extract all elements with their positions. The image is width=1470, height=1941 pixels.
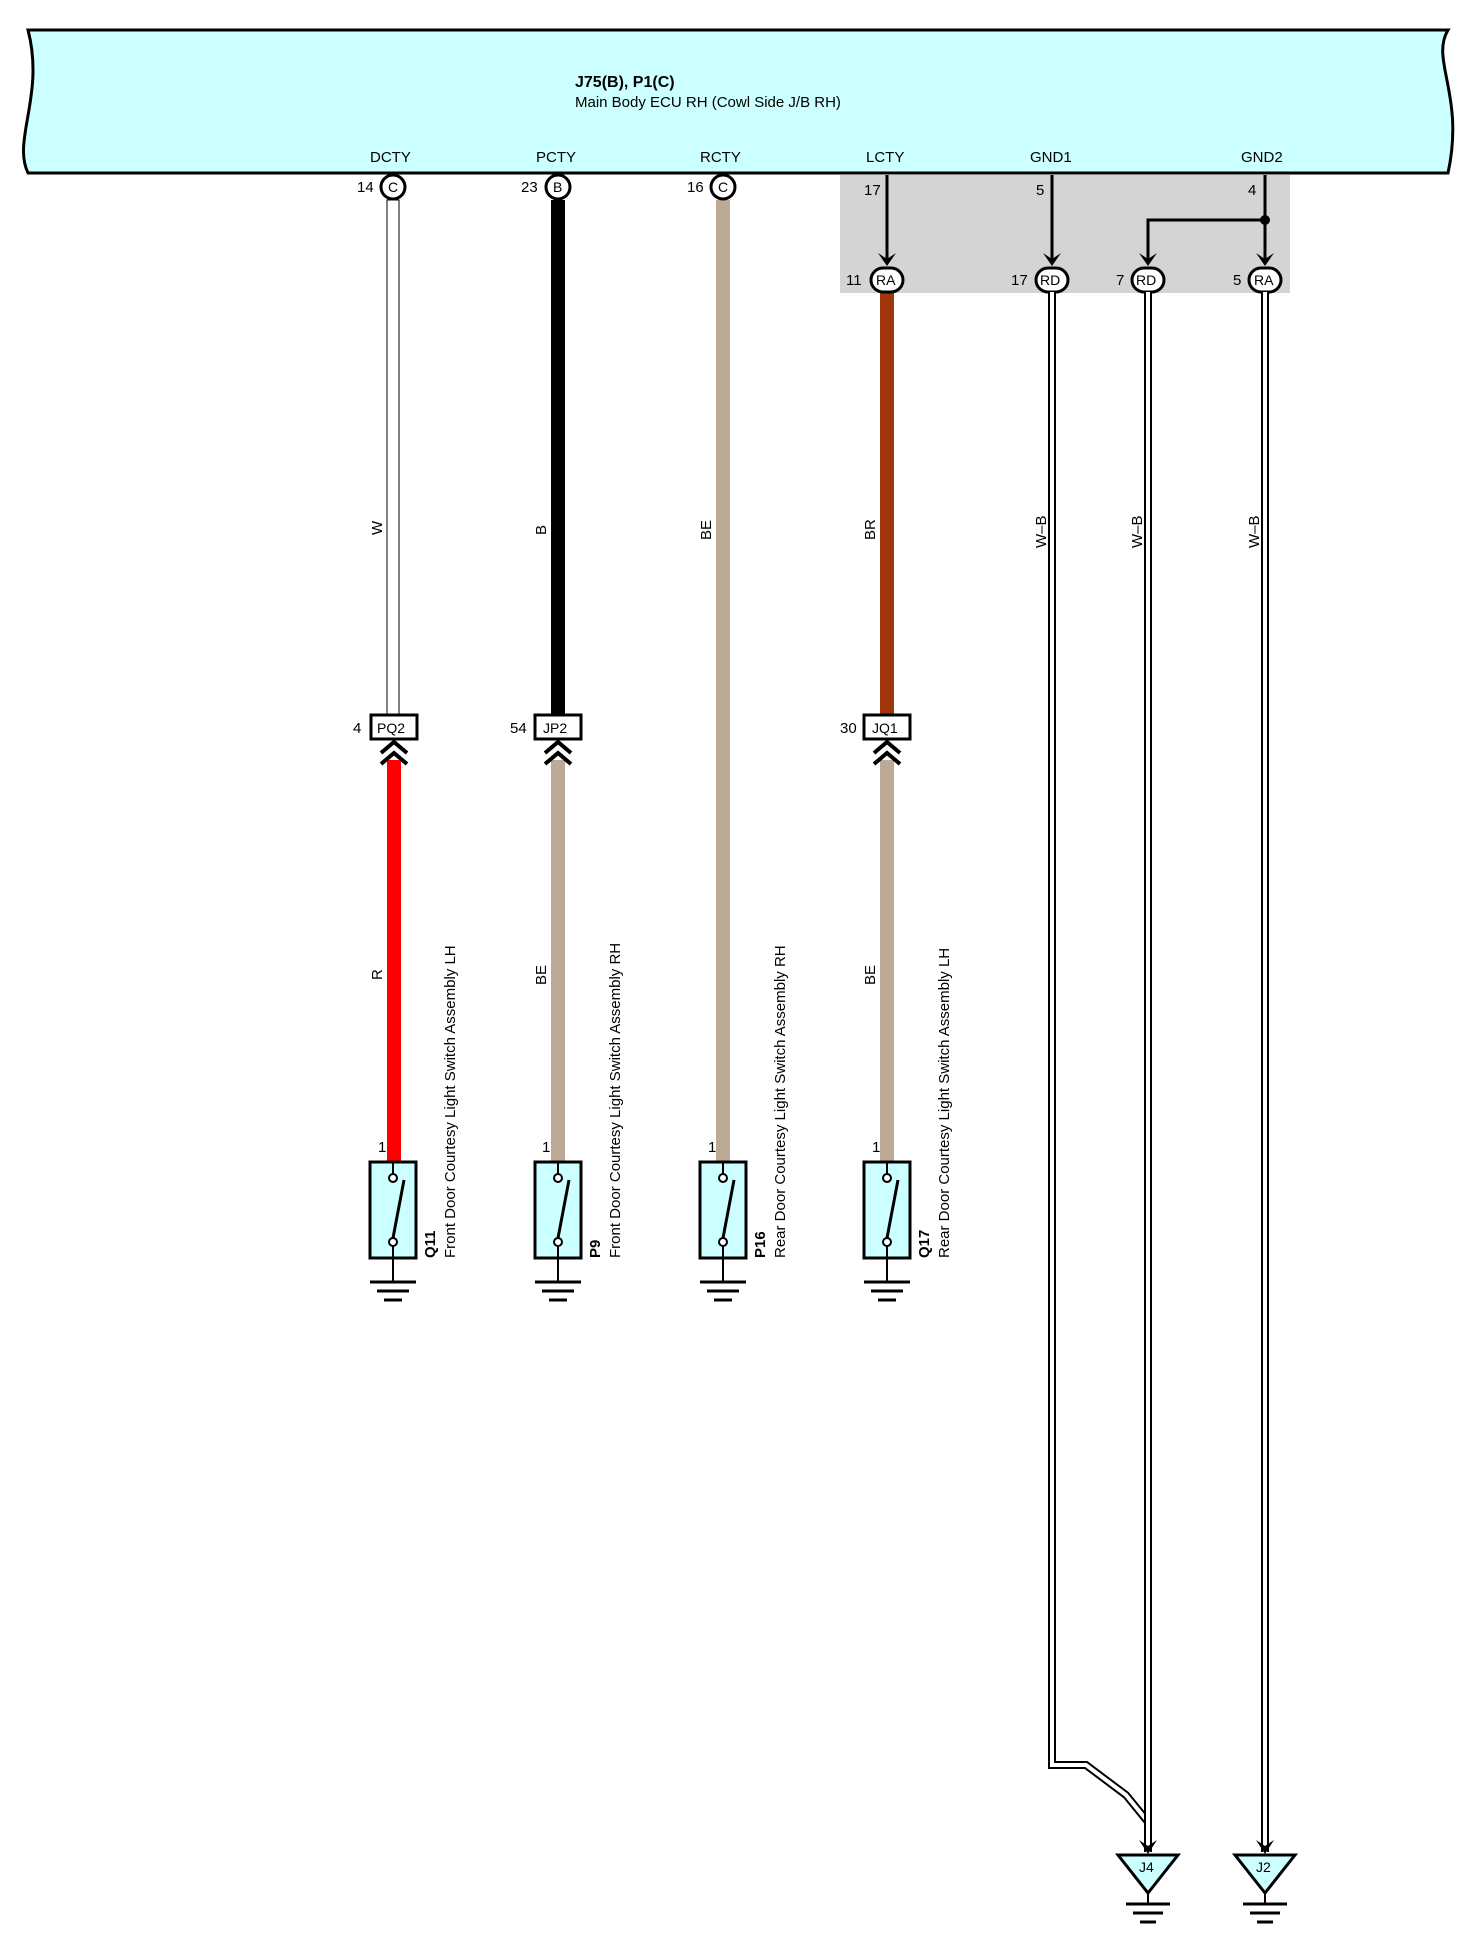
pin-name-gnd2: GND2: [1241, 149, 1283, 166]
svg-text:C: C: [388, 179, 398, 195]
ground-point-j2: J2: [1231, 1853, 1299, 1924]
wire-color-r: R: [369, 969, 386, 980]
wire-lcty-upper: [880, 292, 894, 720]
wire-color-b: B: [533, 525, 550, 535]
svg-text:11: 11: [846, 272, 862, 289]
wire-pcty-lower: [551, 760, 565, 1162]
svg-text:4: 4: [353, 720, 361, 737]
pin-name-dcty: DCTY: [370, 149, 411, 166]
ground-point-j4: J4: [1114, 1853, 1182, 1924]
inline-connector-pq2: 4 PQ2: [353, 713, 419, 766]
ground-arrowheads: [1139, 1840, 1274, 1854]
ground-symbol: [535, 1280, 581, 1302]
switch-name-q17: Rear Door Courtesy Light Switch Assembly…: [936, 948, 953, 1258]
switch-q11: 1: [368, 1139, 418, 1302]
switch-name-p16: Rear Door Courtesy Light Switch Assembly…: [772, 945, 789, 1258]
wire-lcty-lower: [880, 760, 894, 1162]
pin-name-lcty: LCTY: [866, 149, 904, 166]
switch-id-p9: P9: [587, 1240, 604, 1258]
svg-text:PQ2: PQ2: [377, 720, 405, 736]
wire-color-br: BR: [862, 519, 879, 540]
switch-id-p16: P16: [752, 1231, 769, 1258]
terminal-rcty: 16 C: [687, 173, 737, 201]
switch-q17: 1: [862, 1139, 912, 1302]
wire-color-w: W: [369, 520, 386, 535]
svg-text:1: 1: [378, 1139, 386, 1156]
pin-name-gnd1: GND1: [1030, 149, 1072, 166]
svg-text:17: 17: [1011, 272, 1028, 289]
jb-connector-ra-11: 11 RA: [846, 266, 905, 294]
switch-p9: 1: [533, 1139, 583, 1302]
jb-splice-dot: [1260, 215, 1270, 225]
terminal-pcty: 23 B: [521, 173, 572, 201]
wire-color-be-lcty: BE: [862, 965, 879, 985]
wire-dcty-upper: [386, 199, 400, 721]
svg-text:1: 1: [872, 1139, 880, 1156]
svg-text:1: 1: [542, 1139, 550, 1156]
ground-symbol: [700, 1280, 746, 1302]
svg-text:JQ1: JQ1: [872, 720, 898, 736]
ground-symbol: [370, 1280, 416, 1302]
svg-text:1: 1: [708, 1139, 716, 1156]
svg-text:RA: RA: [1254, 272, 1274, 288]
pin-name-rcty: RCTY: [700, 149, 741, 166]
svg-text:23: 23: [521, 179, 538, 196]
wire-color-wb-2: W–B: [1129, 515, 1146, 548]
svg-text:5: 5: [1233, 272, 1241, 289]
jb-pin-gnd2: 4: [1248, 182, 1256, 199]
ecu-name: Main Body ECU RH (Cowl Side J/B RH): [575, 94, 841, 111]
ground-symbol: [864, 1280, 910, 1302]
svg-text:C: C: [718, 179, 728, 195]
svg-text:RD: RD: [1136, 272, 1156, 288]
svg-text:RA: RA: [876, 272, 896, 288]
wire-color-be-rcty: BE: [698, 520, 715, 540]
inline-connector-jq1: 30 JQ1: [840, 713, 912, 766]
wire-rcty: [716, 200, 730, 1162]
wire-dcty-lower: [387, 760, 401, 1162]
svg-text:J2: J2: [1256, 1859, 1271, 1875]
ecu-body: [22, 28, 1455, 175]
svg-text:54: 54: [510, 720, 527, 737]
wire-color-wb-3: W–B: [1246, 515, 1263, 548]
svg-text:16: 16: [687, 179, 704, 196]
switch-id-q11: Q11: [422, 1230, 439, 1258]
svg-text:JP2: JP2: [543, 720, 567, 736]
switch-name-p9: Front Door Courtesy Light Switch Assembl…: [607, 943, 624, 1258]
jb-connector-ra-5: 5 RA: [1233, 266, 1283, 294]
terminal-dcty: 14 C: [357, 173, 407, 201]
jb-pin-gnd1: 5: [1036, 182, 1044, 199]
inline-connector-jp2: 54 JP2: [510, 713, 583, 766]
svg-text:30: 30: [840, 720, 857, 737]
pin-name-pcty: PCTY: [536, 149, 576, 166]
svg-text:7: 7: [1116, 272, 1124, 289]
wire-pcty-upper: [551, 200, 565, 720]
switch-id-q17: Q17: [916, 1230, 933, 1258]
switch-name-q11: Front Door Courtesy Light Switch Assembl…: [442, 945, 459, 1258]
svg-text:B: B: [553, 179, 562, 195]
svg-text:RD: RD: [1040, 272, 1060, 288]
jb-internal-lines: [885, 175, 1267, 262]
jb-arrowheads: [878, 253, 1274, 266]
jb-connector-rd-7: 7 RD: [1116, 266, 1166, 294]
svg-text:J4: J4: [1139, 1859, 1154, 1875]
wire-color-wb-1: W–B: [1033, 515, 1050, 548]
jb-pin-lcty: 17: [864, 182, 881, 199]
switch-p16: 1: [698, 1139, 748, 1302]
wire-gnd1: [1048, 292, 1152, 1825]
wire-color-be-pcty: BE: [533, 965, 550, 985]
jb-connector-rd-17: 17 RD: [1011, 266, 1070, 294]
svg-text:14: 14: [357, 179, 374, 196]
ecu-connector-ids: J75(B), P1(C): [575, 74, 675, 91]
